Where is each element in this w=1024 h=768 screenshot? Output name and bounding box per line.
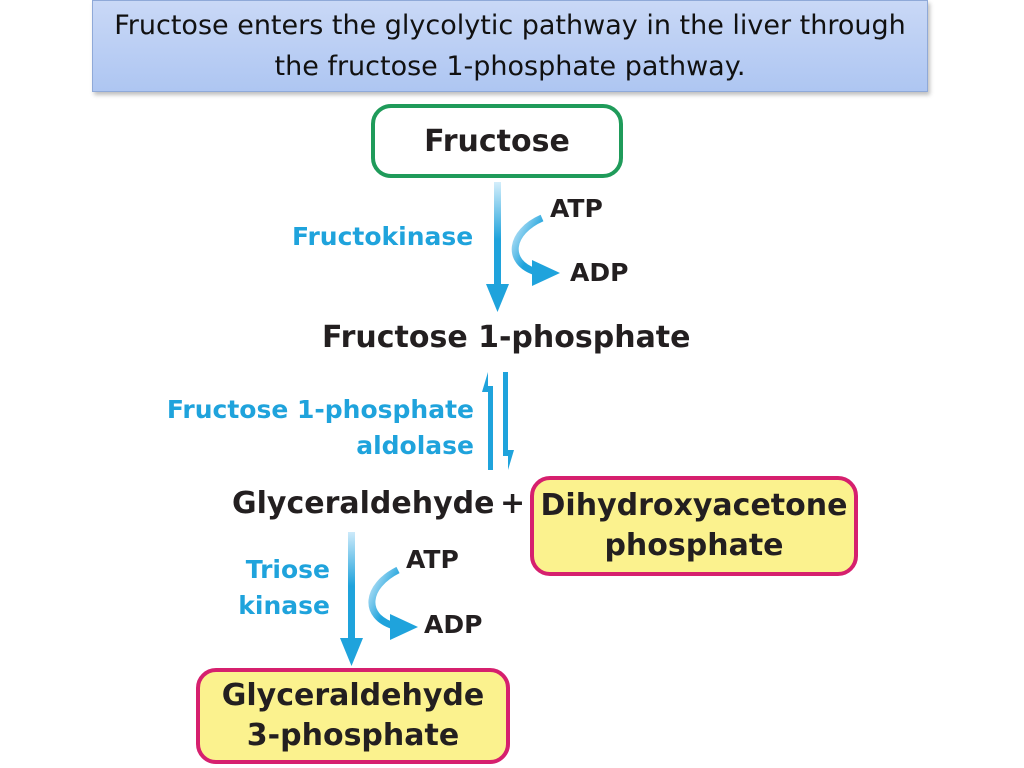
fructose-1-phosphate-label: Fructose 1-phosphate — [322, 320, 691, 355]
step2-up-arrow-shaft — [488, 386, 493, 470]
step2-down-arrow-head — [508, 450, 514, 470]
fructose-label: Fructose — [424, 123, 570, 159]
step3-atp-label: ATP — [406, 545, 459, 574]
fructokinase-label: Fructokinase — [292, 222, 474, 251]
step1-atp-label: ATP — [550, 194, 603, 223]
fructose-box: Fructose — [371, 104, 623, 178]
step1-cofactor-arrow-head — [532, 260, 560, 286]
glyceraldehyde-3-phosphate-label: Glyceraldehyde 3-phosphate — [221, 678, 485, 753]
dihydroxyacetone-phosphate-label: Dihydroxyacetone phosphate — [540, 488, 848, 563]
title-banner: Fructose enters the glycolytic pathway i… — [92, 0, 928, 92]
step1-main-arrow-shaft — [494, 182, 501, 286]
step3-main-arrow-head — [340, 638, 363, 666]
step1-cofactor-curve — [511, 214, 544, 276]
step3-main-arrow-shaft — [348, 532, 355, 640]
step3-cofactor-arrow-head — [390, 614, 418, 640]
step1-adp-label: ADP — [570, 258, 629, 287]
step3-adp-label: ADP — [424, 610, 483, 639]
glyceraldehyde-3-phosphate-box: Glyceraldehyde 3-phosphate — [196, 668, 510, 764]
slide-title: Fructose enters the glycolytic pathway i… — [114, 10, 906, 82]
dihydroxyacetone-phosphate-box: Dihydroxyacetone phosphate — [530, 476, 858, 576]
step2-down-arrow-shaft — [503, 372, 508, 456]
plus-sign: + — [500, 486, 526, 521]
aldolase-label: Fructose 1-phosphate aldolase — [166, 395, 474, 460]
step2-up-arrow-head — [482, 372, 488, 392]
glyceraldehyde-label: Glyceraldehyde — [232, 486, 495, 521]
step3-cofactor-curve — [368, 566, 400, 630]
step1-main-arrow-head — [486, 284, 509, 312]
triose-kinase-label: Triose kinase — [238, 555, 330, 620]
